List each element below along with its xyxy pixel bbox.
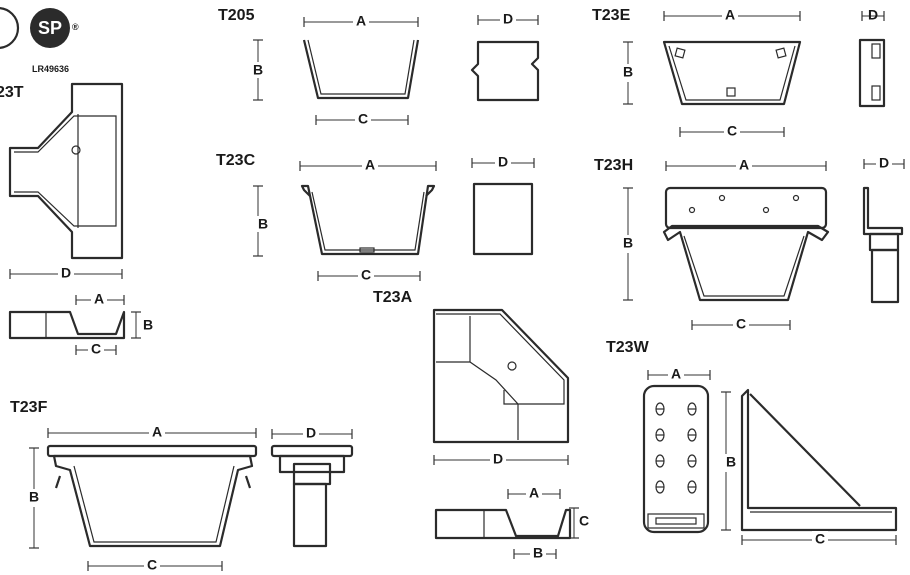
dim-label-c: C	[815, 531, 825, 547]
dim-label-b: B	[533, 545, 543, 561]
tee-plan-view	[8, 82, 124, 260]
dim-label-d: D	[493, 451, 503, 467]
dim-label-a: A	[152, 424, 162, 440]
dim-label-a: A	[365, 157, 375, 173]
dim-label-a: A	[529, 485, 539, 501]
elbow-plan-view	[432, 308, 570, 444]
part-title-t23e: T23E	[592, 7, 631, 24]
part-t23w: T23W A B C	[606, 339, 898, 549]
dim-label-d: D	[503, 11, 513, 27]
dim-label-d: D	[868, 7, 878, 23]
dim-label-d: D	[498, 154, 508, 170]
dim-label-c: C	[361, 267, 371, 283]
bracket-front-view	[642, 384, 710, 534]
t23f-side-view	[270, 444, 354, 548]
dim-label-a: A	[356, 13, 366, 29]
t23e-side-view	[858, 38, 886, 108]
dim-label-d: D	[879, 155, 889, 171]
csa-letters: SP	[38, 18, 62, 38]
certification-number: LR49636	[32, 64, 69, 74]
dim-label-c: C	[358, 111, 368, 127]
dim-label-b: B	[258, 216, 268, 232]
dim-label-c: C	[727, 123, 737, 139]
dim-label-c: C	[147, 557, 157, 573]
dim-label-b: B	[623, 235, 633, 251]
part-23t: 23T D A B C	[0, 82, 153, 358]
part-t23f: T23F A B C D	[10, 399, 354, 575]
part-title-t205: T205	[218, 7, 255, 24]
certification-marks: SP ® LR49636	[0, 7, 79, 74]
dim-label-a: A	[671, 366, 681, 382]
part-title-t23f: T23F	[10, 399, 48, 416]
dim-label-b: B	[29, 489, 39, 505]
dim-label-a: A	[725, 7, 735, 23]
dim-label-c: C	[91, 341, 101, 357]
t23f-front-view	[46, 444, 258, 548]
dim-label-c: C	[736, 316, 746, 332]
part-title-23t: 23T	[0, 84, 24, 101]
part-title-t23c: T23C	[216, 152, 256, 169]
t23c-side-view	[472, 182, 534, 256]
dim-label-b: B	[623, 64, 633, 80]
part-t23e: T23E A B C D	[592, 7, 886, 141]
dim-label-a: A	[739, 157, 749, 173]
ul-logo-fragment	[0, 7, 20, 49]
tee-end-view	[8, 310, 126, 340]
dim-label-b: B	[253, 62, 263, 78]
t23h-side-view	[862, 186, 904, 304]
dim-label-a: A	[94, 291, 104, 307]
part-t23a: T23A D A C B	[373, 289, 589, 563]
registered-mark: ®	[72, 22, 79, 32]
part-t23c: T23C A B C D	[216, 152, 535, 285]
part-title-t23a: T23A	[373, 289, 413, 306]
csa-logo: SP ®	[30, 8, 79, 48]
part-title-t23h: T23H	[594, 157, 633, 174]
dim-label-d: D	[61, 265, 71, 281]
mounting-hole	[71, 145, 81, 155]
part-t205: T205 A B C D	[218, 7, 540, 129]
dim-label-b: B	[143, 317, 153, 333]
dim-label-b: B	[726, 454, 736, 470]
mounting-hole	[507, 361, 517, 371]
part-t23h: T23H A B C D	[594, 155, 905, 334]
bracket-side-view	[740, 388, 898, 532]
part-title-t23w: T23W	[606, 339, 650, 356]
elbow-end-view	[434, 508, 572, 540]
dim-label-c: C	[579, 513, 589, 529]
dim-label-d: D	[306, 425, 316, 441]
t205-side-view	[470, 40, 540, 102]
